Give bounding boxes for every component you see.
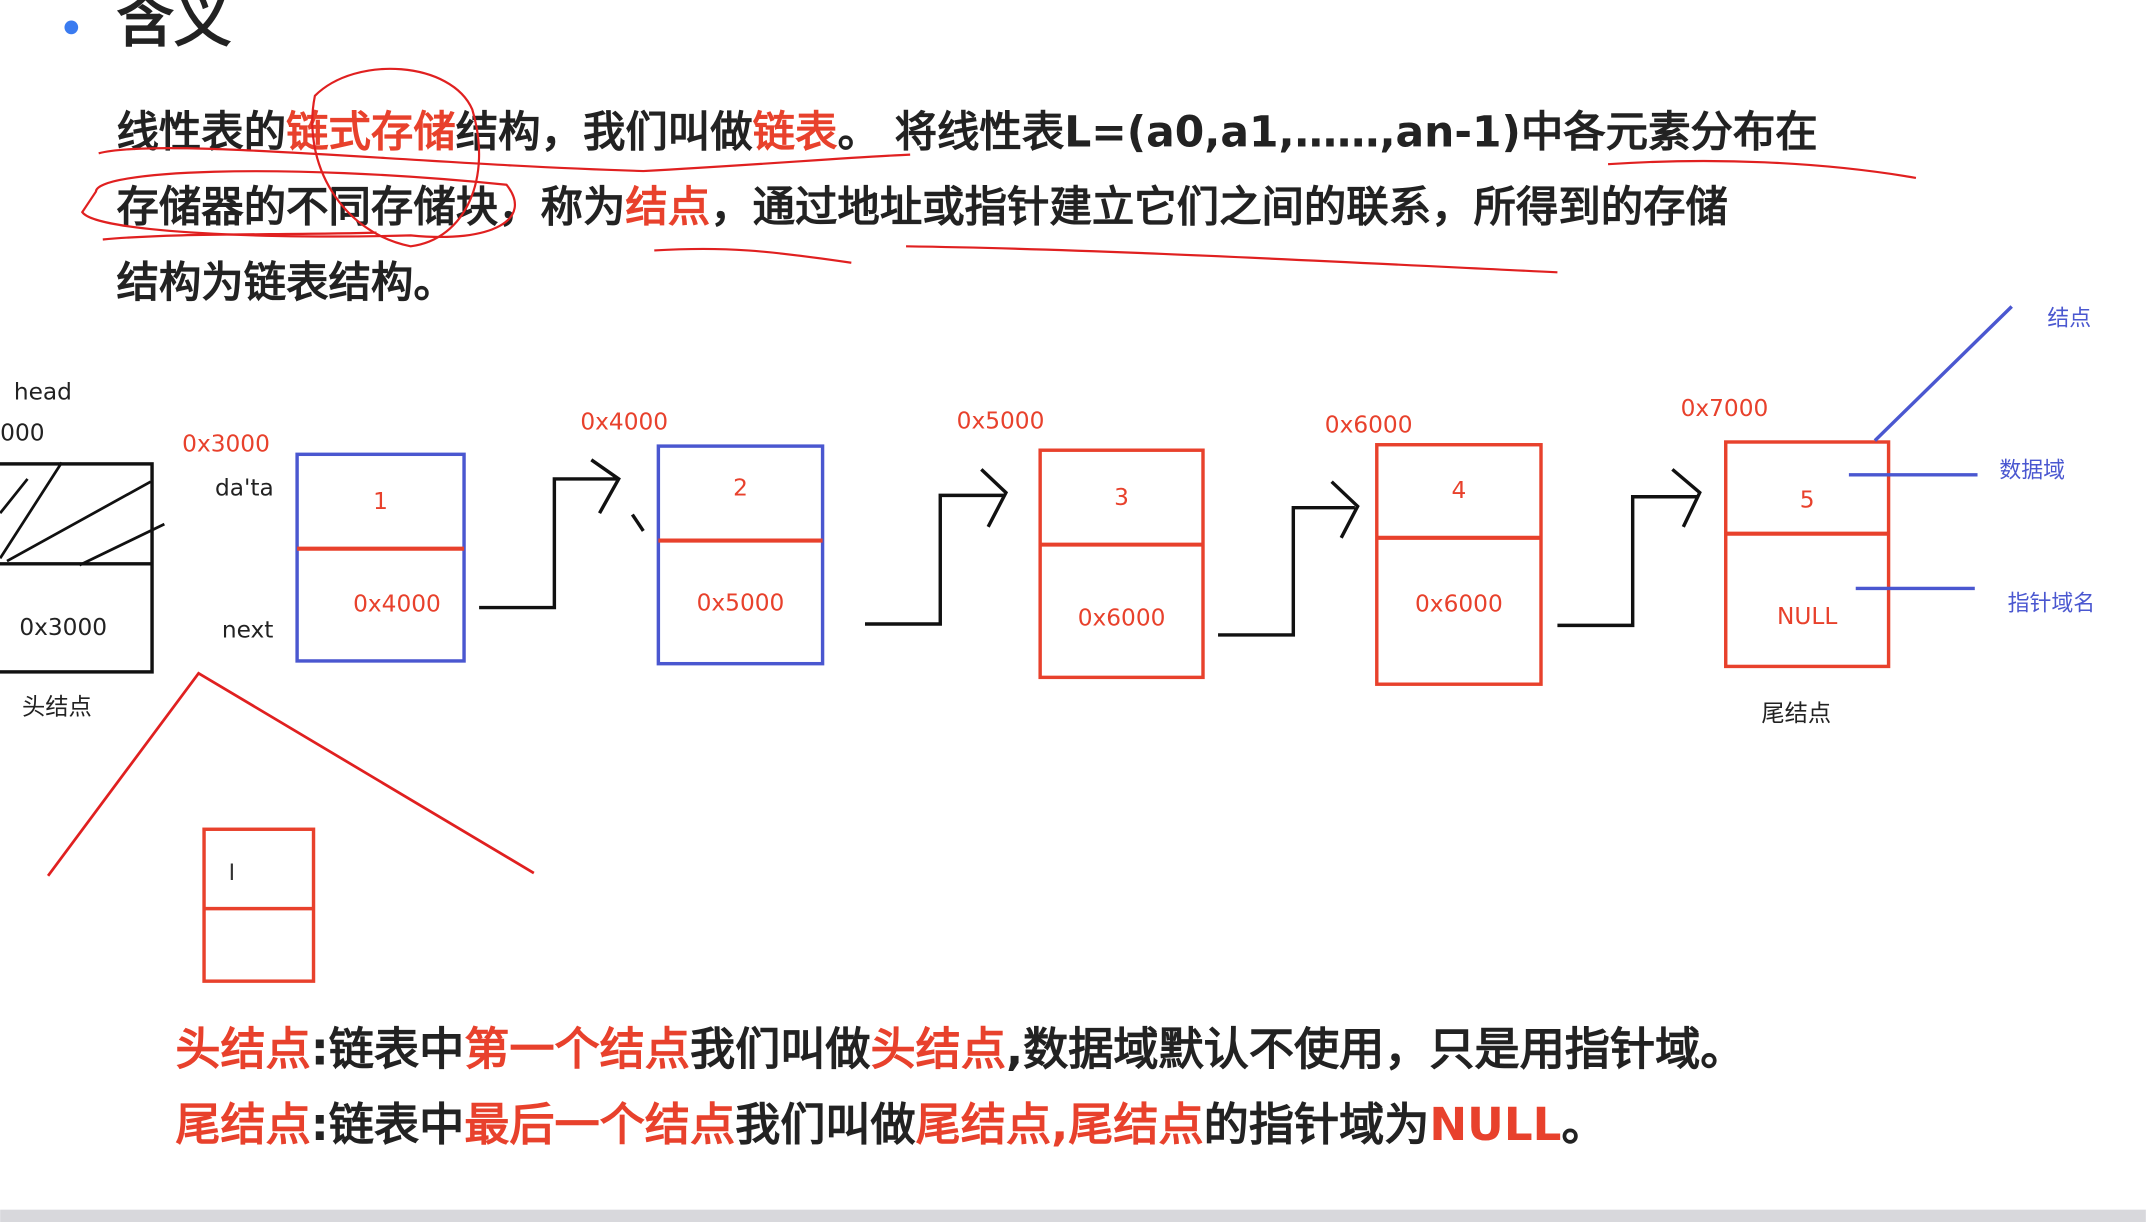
list-node: 0x6000 4 0x6000 xyxy=(1325,411,1543,686)
tail-node-caption: 尾结点 xyxy=(1761,700,1831,727)
annotation-pointer-field: 指针域名 xyxy=(2008,591,2096,616)
sketch-lines xyxy=(46,671,535,877)
tail-node-definition: 尾结点:链表中最后一个结点我们叫做尾结点,尾结点的指针域为NULL。 xyxy=(175,1098,1606,1151)
node-box xyxy=(295,452,466,663)
node-data-value: 4 xyxy=(1451,477,1466,504)
node-next-pointer: NULL xyxy=(1777,603,1837,630)
node-data-value: 3 xyxy=(1114,484,1129,511)
data-field-label: da'ta xyxy=(215,474,274,501)
link-arrows xyxy=(479,458,1702,637)
list-node: 0x4000 2 0x5000 xyxy=(580,409,825,666)
text-cursor-icon: I xyxy=(229,861,235,886)
head-node-definition: 头结点:链表中第一个结点我们叫做头结点,数据域默认不使用，只是用指针域。 xyxy=(175,1023,1745,1076)
node-box xyxy=(1724,440,1891,669)
paragraph-line-1: 线性表的链式存储结构，我们叫做链表。 将线性表L=(a0,a1,……,an-1)… xyxy=(116,108,1817,157)
node-data-value: 1 xyxy=(373,488,388,515)
node-box xyxy=(1375,443,1543,686)
node-address: 0x6000 xyxy=(1325,411,1413,438)
node-box xyxy=(656,444,825,666)
list-node: 0x3000 1 0x4000 xyxy=(182,431,466,663)
paragraph-line-2: 存储器的不同存储块，称为结点，通过地址或指针建立它们之间的联系，所得到的存储 xyxy=(116,184,1727,233)
node-box xyxy=(1038,448,1205,680)
bullet-icon xyxy=(64,20,79,35)
node-address: 0x7000 xyxy=(1681,395,1769,422)
node-address: 0x4000 xyxy=(580,409,668,436)
annotation-node: 结点 xyxy=(2047,307,2091,332)
next-field-label: next xyxy=(222,617,274,644)
bottom-scrollbar[interactable] xyxy=(0,1209,2146,1222)
handwritten-marks xyxy=(80,67,1917,274)
head-node-caption: 头结点 xyxy=(22,693,92,720)
sketch-node xyxy=(202,827,316,983)
node-address: 0x5000 xyxy=(957,407,1045,434)
head-node-value: 0x3000 xyxy=(19,614,107,641)
annotation-lines xyxy=(1848,305,2013,591)
head-label: head xyxy=(14,379,72,406)
list-node: 0x5000 3 0x6000 xyxy=(957,407,1205,680)
node-address: 0x3000 xyxy=(182,431,270,458)
section-title: 含义 xyxy=(116,0,231,55)
node-next-pointer: 0x5000 xyxy=(697,589,785,616)
node-next-pointer: 0x6000 xyxy=(1415,591,1503,618)
annotation-data-field: 数据域 xyxy=(1999,459,2065,484)
node-data-value: 5 xyxy=(1800,487,1815,514)
node-data-value: 2 xyxy=(733,474,748,501)
head-address-partial: 000 xyxy=(0,420,44,447)
head-node xyxy=(0,461,165,674)
node-next-pointer: 0x4000 xyxy=(353,591,441,618)
node-next-pointer: 0x6000 xyxy=(1078,604,1166,631)
paragraph-line-3: 结构为链表结构。 xyxy=(116,259,455,308)
